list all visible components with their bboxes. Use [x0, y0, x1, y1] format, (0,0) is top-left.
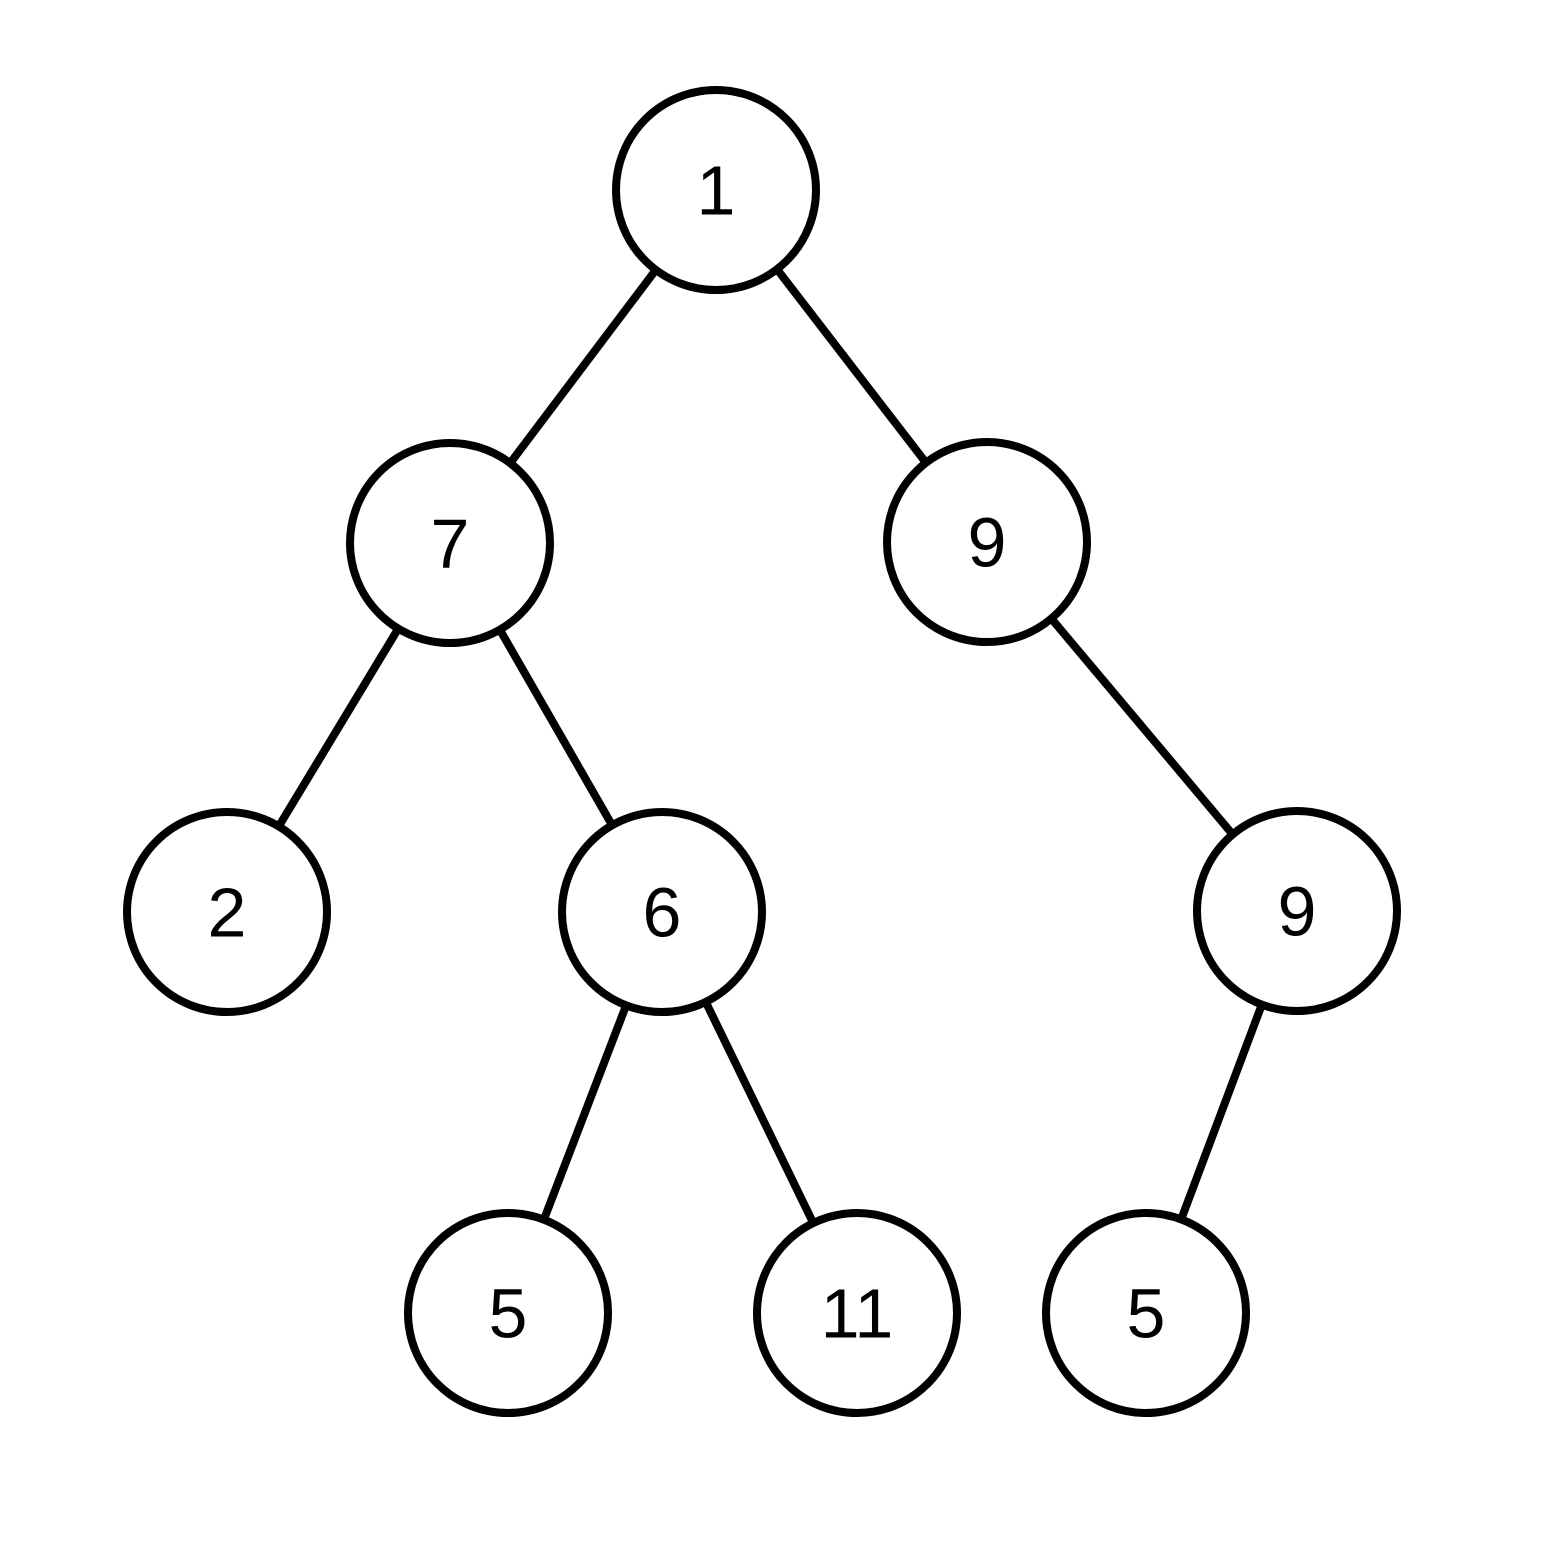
tree-node-label: 7	[431, 505, 470, 583]
tree-node-label: 9	[968, 504, 1007, 582]
tree-node-circle	[883, 438, 1091, 646]
tree-node-root-L-L: 2	[123, 808, 331, 1016]
tree-node-circle	[404, 1209, 612, 1417]
tree-node-circle	[123, 808, 331, 1016]
tree-node-label: 11	[821, 1275, 894, 1353]
tree-node-root-R-R: 9	[1193, 807, 1401, 1015]
tree-node-circle	[612, 86, 820, 294]
tree-node-circle	[1042, 1209, 1250, 1417]
tree-node-label: 1	[697, 152, 736, 230]
tree-node-root-L-R: 6	[558, 808, 766, 1016]
tree-node-root-L: 7	[346, 439, 554, 647]
tree-node-circle	[558, 808, 766, 1016]
tree-node-root-L-R-L: 5	[404, 1209, 612, 1417]
tree-node-label: 9	[1278, 873, 1317, 951]
tree-node-label: 2	[208, 874, 247, 952]
tree-node-root-L-R-R: 11	[753, 1209, 961, 1417]
tree-node-circle	[346, 439, 554, 647]
tree-node-root: 1	[612, 86, 820, 294]
tree-node-circle	[753, 1209, 961, 1417]
tree-node-label: 5	[1127, 1275, 1166, 1353]
tree-node-root-R-R-L: 5	[1042, 1209, 1250, 1417]
tree-node-label: 6	[643, 874, 682, 952]
tree-node-circle	[1193, 807, 1401, 1015]
tree-node-label: 5	[489, 1275, 528, 1353]
tree-node-root-R: 9	[883, 438, 1091, 646]
